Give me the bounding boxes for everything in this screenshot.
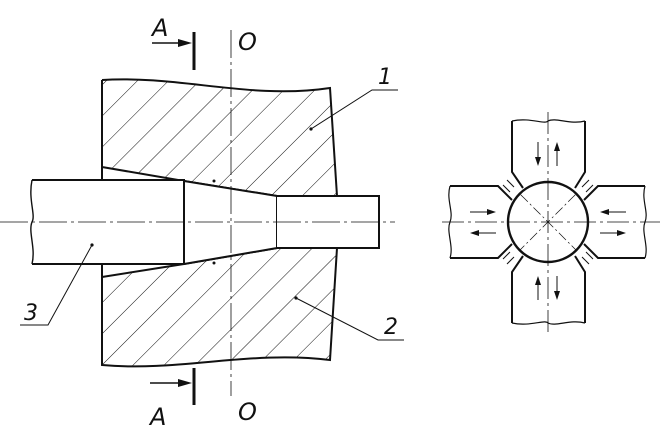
gap-mark-br2	[585, 251, 594, 260]
section-view-aa	[442, 112, 660, 335]
part1-leader	[310, 89, 398, 130]
top-die	[511, 121, 586, 189]
upper-die-hatch	[102, 79, 337, 196]
die-mark-bottom	[212, 261, 216, 265]
section-arrow-top-head	[178, 39, 192, 47]
section-label-top: A	[150, 14, 168, 42]
bottom-die-arrow-up-head	[535, 276, 541, 285]
part3-leader	[20, 244, 93, 326]
part-label-1: 1	[378, 65, 392, 90]
right-die	[583, 185, 645, 259]
part2-leader	[295, 297, 404, 341]
die-mark-top	[212, 179, 216, 183]
gap-mark-bl1	[506, 256, 515, 265]
gap-mark-br1	[581, 256, 590, 265]
axis-label-top: O	[238, 28, 257, 56]
left-die-arrow-left-head	[470, 230, 479, 236]
right-die-arrow-left-head	[600, 209, 609, 215]
right-die-arrow-right-head	[617, 230, 626, 236]
lower-die-hatch	[102, 248, 337, 367]
gap-mark-tr2	[585, 184, 594, 193]
left-die	[450, 185, 513, 259]
section-label-bottom: A	[148, 403, 166, 431]
part-label-2: 2	[384, 315, 398, 340]
top-die-arrow-up-head	[554, 142, 560, 151]
part-label-3: 3	[24, 301, 38, 326]
gap-mark-tl2	[502, 184, 511, 193]
axis-label-bottom: O	[238, 398, 257, 426]
bottom-die-arrow-down-head	[554, 291, 560, 300]
top-die-break	[511, 119, 586, 123]
gap-mark-bl2	[502, 251, 511, 260]
top-die-arrow-down-head	[535, 157, 541, 166]
left-die-arrow-right-head	[487, 209, 496, 215]
gap-mark-tr1	[581, 179, 590, 188]
bottom-die-break	[511, 321, 586, 325]
section-arrow-bottom-head	[178, 379, 192, 387]
gap-mark-tl1	[506, 179, 515, 188]
bottom-die	[511, 255, 586, 323]
